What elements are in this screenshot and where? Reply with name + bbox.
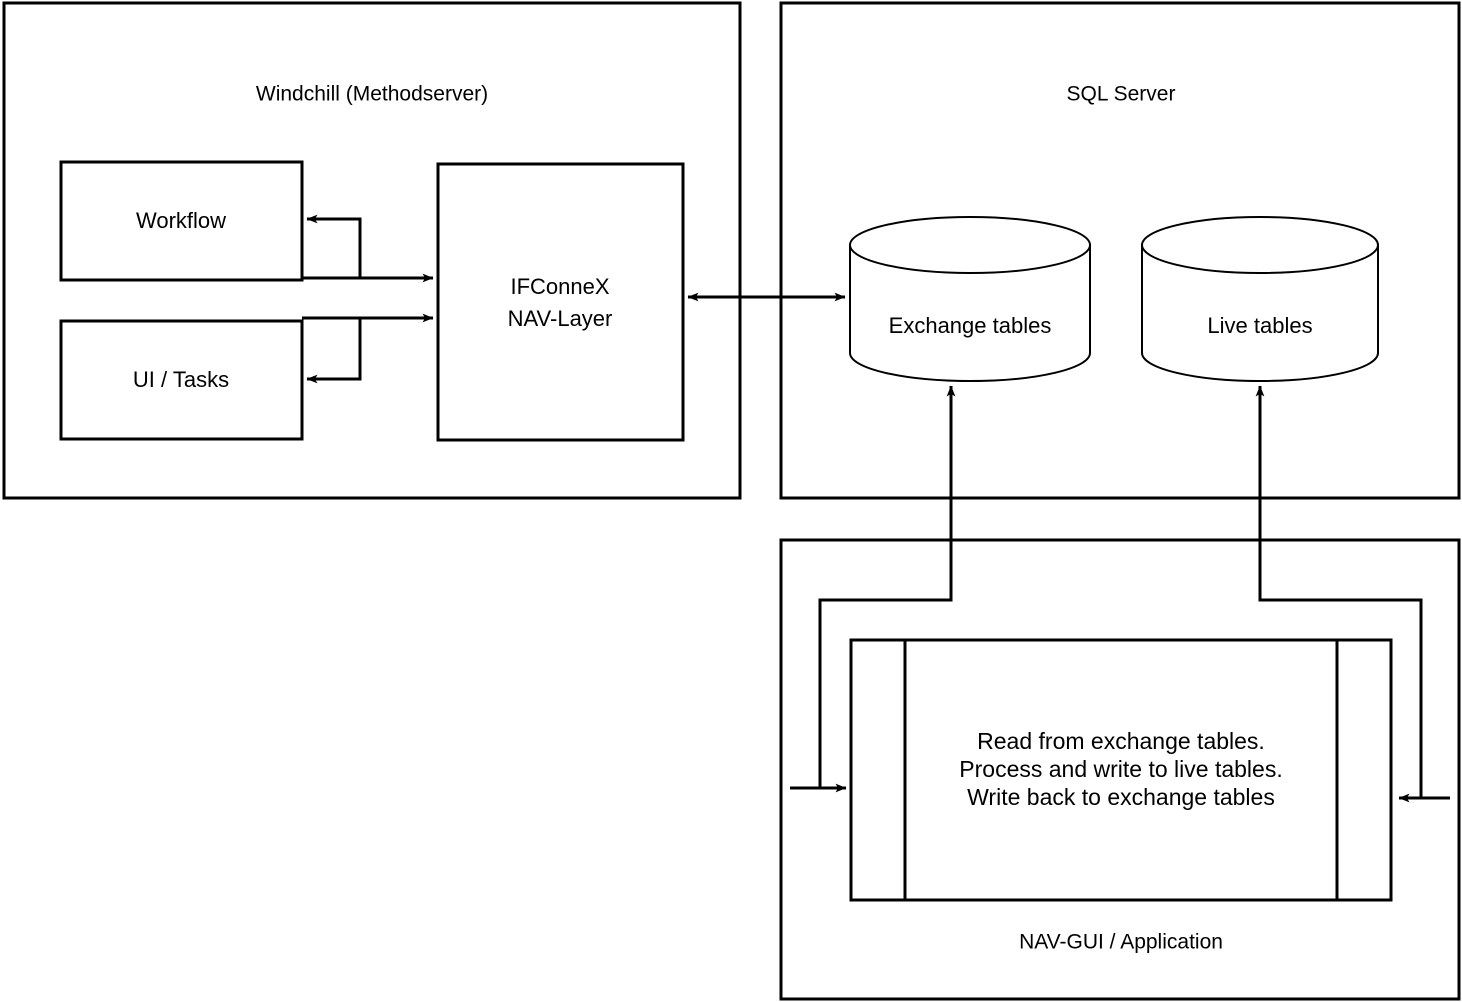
node-process-box-label-line1: Read from exchange tables. — [977, 728, 1265, 754]
panel-windchill-label: Windchill (Methodserver) — [256, 83, 488, 106]
node-exchange-tables[interactable]: Exchange tables — [849, 216, 1091, 382]
node-ifconnex-label-line2: NAV-Layer — [508, 306, 613, 331]
node-live-tables[interactable]: Live tables — [1141, 216, 1379, 382]
connector-process-to-exchange-tables — [818, 385, 956, 788]
node-process-box[interactable]: Read from exchange tables. Process and w… — [849, 638, 1393, 902]
connector-ifconnex-to-workflow — [306, 214, 362, 278]
node-live-tables-body[interactable] — [1141, 244, 1379, 382]
panel-sqlserver-label: SQL Server — [1067, 83, 1176, 106]
node-ifconnex-box[interactable] — [436, 162, 685, 442]
node-live-tables-top[interactable] — [1141, 216, 1379, 274]
node-process-box-border[interactable] — [849, 638, 1393, 902]
node-ifconnex[interactable]: IFConneX NAV-Layer — [436, 162, 685, 442]
node-ui-tasks-box[interactable] — [59, 319, 304, 441]
node-ifconnex-label-line1: IFConneX — [510, 274, 609, 299]
node-exchange-tables-label: Exchange tables — [889, 313, 1052, 338]
node-process-box-label-line2: Process and write to live tables. — [959, 756, 1282, 782]
connector-ifconnex-to-ui-tasks — [306, 318, 362, 384]
node-ui-tasks-label: UI / Tasks — [133, 367, 229, 392]
node-exchange-tables-top[interactable] — [849, 216, 1091, 274]
panel-navgui-label: NAV-GUI / Application — [1019, 931, 1223, 954]
node-workflow-label: Workflow — [136, 208, 226, 233]
node-ui-tasks[interactable]: UI / Tasks — [59, 319, 304, 441]
node-process-box-label-line3: Write back to exchange tables — [967, 784, 1275, 810]
node-live-tables-label: Live tables — [1207, 313, 1312, 338]
node-workflow[interactable]: Workflow — [59, 160, 304, 282]
node-workflow-box[interactable] — [59, 160, 304, 282]
connector-process-to-live-tables — [1255, 385, 1423, 798]
node-exchange-tables-body[interactable] — [849, 244, 1091, 382]
